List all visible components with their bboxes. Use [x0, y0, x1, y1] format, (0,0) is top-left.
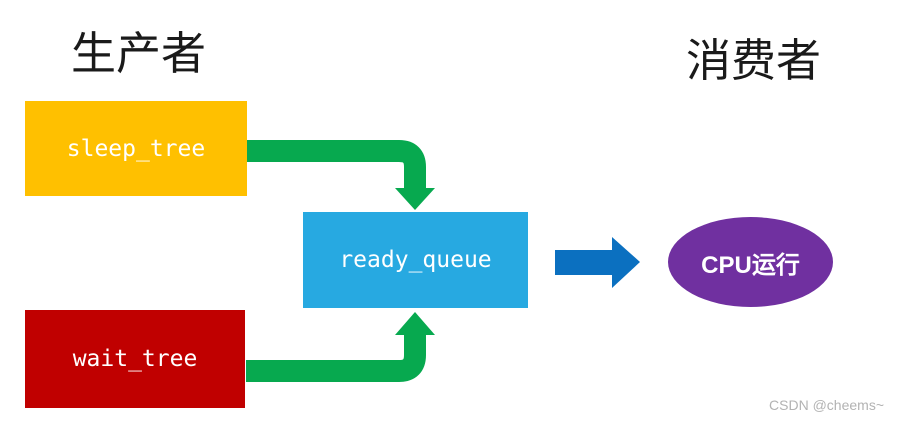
node-cpu: CPU运行	[668, 217, 833, 307]
node-cpu-label: CPU运行	[701, 251, 800, 279]
node-ready-queue: ready_queue	[303, 212, 528, 308]
node-wait-tree: wait_tree	[25, 310, 245, 408]
consumer-title: 消费者	[686, 36, 822, 86]
arrow-wait-to-ready	[246, 312, 435, 382]
arrow-sleep-to-ready	[246, 140, 435, 210]
producer-title: 生产者	[71, 29, 207, 79]
node-sleep-tree: sleep_tree	[25, 101, 247, 196]
arrow-ready-to-cpu	[555, 237, 640, 288]
node-ready-queue-label: ready_queue	[339, 247, 492, 273]
node-sleep-tree-label: sleep_tree	[66, 135, 206, 162]
watermark: CSDN @cheems~	[769, 397, 884, 413]
node-wait-tree-label: wait_tree	[72, 346, 198, 372]
